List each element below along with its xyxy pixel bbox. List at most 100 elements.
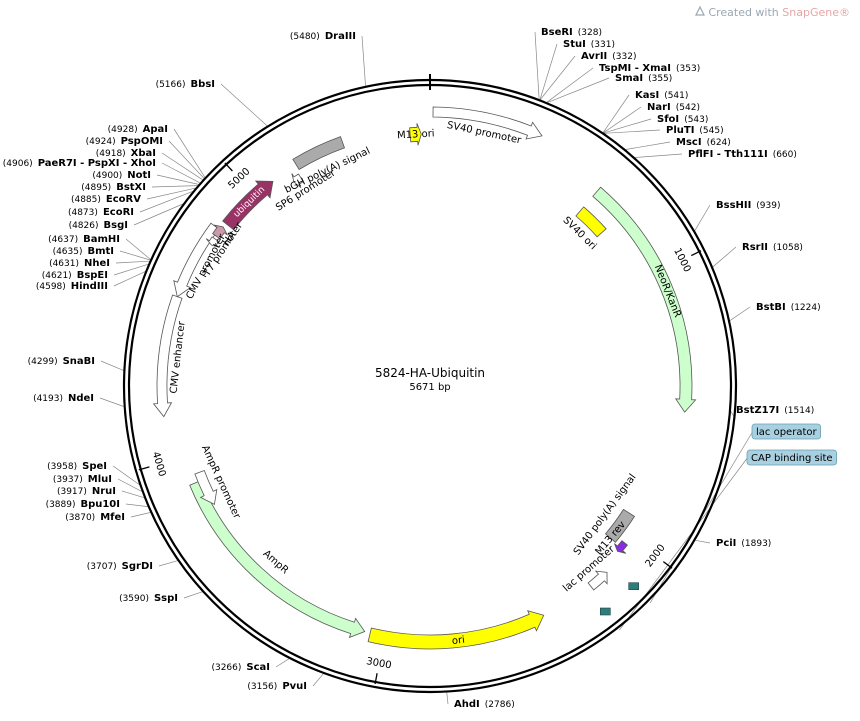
site-pvui: PvuI(3156) [247,681,307,692]
site-position: (4193) [33,394,63,404]
site-nrui: NruI(3917) [57,486,116,497]
site-name: TspMI - XmaI [599,63,671,74]
site-paer7i-pspxi-xhoi: PaeR7I - PspXI - XhoI(4906) [3,158,156,169]
site-msci: MscI(624) [676,137,731,148]
site-leader [625,141,671,150]
site-position: (1893) [741,539,771,549]
site-leader [146,187,196,200]
site-bstxi: BstXI(4895) [81,182,146,193]
feature-lac-promoter [587,570,608,591]
site-name: ApaI [143,124,168,135]
site-position: (541) [664,91,688,101]
ring-tick-label: 4000 [150,450,168,478]
site-bamhi: BamHI(4637) [48,234,120,245]
site-name: BbsI [191,79,215,90]
map-block-cap-binding-site [599,607,611,616]
site-position: (939) [756,201,780,211]
ring-tick-label: 5000 [226,166,252,191]
feature-neor-kanr [592,186,697,413]
feature-sv40-ori [575,206,607,238]
restriction-sites: DraIII(5480)BseRI(328)StuI(331)AvrII(332… [3,27,821,710]
site-position: (4637) [48,235,78,245]
site-scai: ScaI(3266) [211,662,270,673]
site-position: (4906) [3,159,33,169]
ring-tick-1000 [691,250,702,257]
site-leader [133,203,183,226]
site-leader [161,162,200,184]
site-leader [119,250,151,261]
snapgene-logo-icon [695,6,706,16]
site-name: BstZ17I [736,405,779,416]
site-position: (660) [773,150,797,160]
plasmid-center: 5824-HA-Ubiquitin 5671 bp [375,366,485,393]
site-bspei: BspEI(4621) [42,270,108,281]
site-ndei: NdeI (4193) [33,393,94,404]
boxed-label-lac-operator: lac operator [751,423,821,440]
site-name: NdeI [68,393,94,404]
feature-ampr-promoter [194,469,218,506]
feature-ha [212,224,228,240]
ring-tick-3000 [374,673,378,685]
snapgene-watermark: Created with SnapGene® [695,6,850,19]
ring-tick-4000 [138,466,150,471]
feature-arrows [152,106,697,650]
site-leader [547,77,610,103]
site-name: SgrDI [122,561,153,572]
site-leader [534,31,540,100]
site-leader [161,152,203,181]
site-bbsi: BbsI(5166) [156,79,215,90]
site-nari: NarI(542) [647,102,700,113]
site-leader [100,360,124,371]
site-position: (545) [699,126,723,136]
feature-label-m13-ori: M13 ori [397,128,435,141]
site-name: BseRI [541,27,573,38]
plasmid-size: 5671 bp [409,382,450,393]
ring-tick-label: 1000 [671,246,692,274]
site-sgrdi: SgrDI(3707) [87,561,153,572]
site-bstz17i: BstZ17I(1514) [736,405,814,416]
site-leader [695,539,711,544]
site-name: PluTI [666,125,694,136]
site-name: NheI [84,258,110,269]
site-sspi: SspI(3590) [119,593,178,604]
site-position: (3958) [47,462,77,472]
site-leader [156,174,199,185]
site-name: BstXI [116,182,146,193]
site-position: (331) [591,40,615,50]
site-name: MluI [88,474,112,485]
site-name: BmtI [87,246,114,257]
site-name: PflFI - Tth111I [688,149,768,160]
site-leader [130,512,151,518]
site-bpu10i: Bpu10I(3889) [46,499,120,510]
site-stui: StuI(331) [563,39,615,50]
site-name: Bpu10I [80,499,120,510]
watermark-brand: SnapGene [782,6,839,19]
site-bsshii: BssHII(939) [716,200,781,211]
site-position: (3870) [65,513,95,523]
site-bseri: BseRI(328) [541,27,602,38]
feature-bgh-poly-a-signal [292,136,346,171]
site-leader [539,43,558,100]
site-position: (353) [676,64,700,74]
ring-tick-5000 [224,162,233,172]
site-leader [603,118,652,134]
site-leader [540,55,576,100]
site-name: BstBI [756,302,786,313]
site-xbai: XbaI(4918) [96,148,156,159]
site-position: (4885) [71,195,101,205]
feature-m13-rev [614,540,628,554]
site-ecori: EcoRI(4873) [68,207,134,218]
site-name: NruI [92,486,116,497]
ring-tick-label: 3000 [365,656,392,671]
watermark-reg: ® [839,6,850,19]
site-position: (3266) [211,663,241,673]
site-bstbi: BstBI(1224) [756,302,821,313]
site-name: HindIII [71,281,108,292]
feature-sv40-promoter [432,106,543,140]
site-position: (1058) [773,243,803,253]
site-position: (4299) [28,357,58,367]
site-leader [604,129,661,134]
site-name: PvuI [282,681,307,692]
site-leader [634,153,683,158]
ring-tick-2000 [662,561,673,569]
